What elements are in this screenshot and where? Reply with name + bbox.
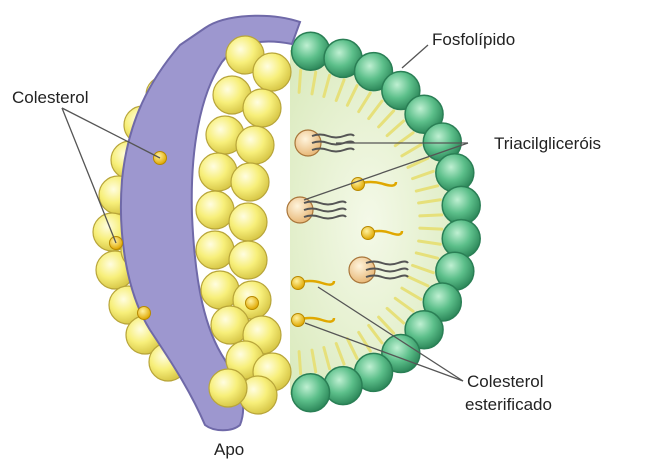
surface-sphere bbox=[236, 126, 274, 164]
label-colesterol-esterificado-2: esterificado bbox=[465, 395, 552, 415]
label-triacilglicerois: Triacilgliceróis bbox=[494, 134, 601, 154]
label-fosfolipido: Fosfolípido bbox=[432, 30, 515, 50]
phospholipid-tail bbox=[420, 228, 442, 229]
surface-sphere bbox=[243, 89, 281, 127]
label-colesterol: Colesterol bbox=[12, 88, 89, 108]
phospholipid-tail bbox=[299, 70, 301, 92]
phospholipid-head bbox=[292, 32, 330, 70]
surface-sphere bbox=[253, 53, 291, 91]
surface-sphere bbox=[229, 203, 267, 241]
phospholipid-head bbox=[442, 220, 480, 258]
leader-fosfolipido bbox=[402, 45, 428, 68]
phospholipid-tail bbox=[420, 215, 442, 216]
label-apo: Apo bbox=[214, 440, 244, 460]
ester-head bbox=[292, 277, 305, 290]
surface-sphere bbox=[231, 163, 269, 201]
cholesterol-dot bbox=[138, 307, 151, 320]
ester-head bbox=[362, 227, 375, 240]
phospholipid-tail bbox=[299, 352, 301, 374]
surface-sphere bbox=[209, 369, 247, 407]
label-colesterol-esterificado-1: Colesterol bbox=[467, 372, 544, 392]
surface-sphere bbox=[196, 231, 234, 269]
leader-colesterol-b bbox=[62, 108, 116, 243]
phospholipid-head bbox=[436, 154, 474, 192]
surface-sphere bbox=[229, 241, 267, 279]
phospholipid-head bbox=[292, 374, 330, 412]
ester-head bbox=[292, 314, 305, 327]
surface-sphere bbox=[196, 191, 234, 229]
phospholipid-head bbox=[324, 367, 362, 405]
phospholipid-head bbox=[442, 186, 480, 224]
cholesterol-dot bbox=[246, 297, 259, 310]
